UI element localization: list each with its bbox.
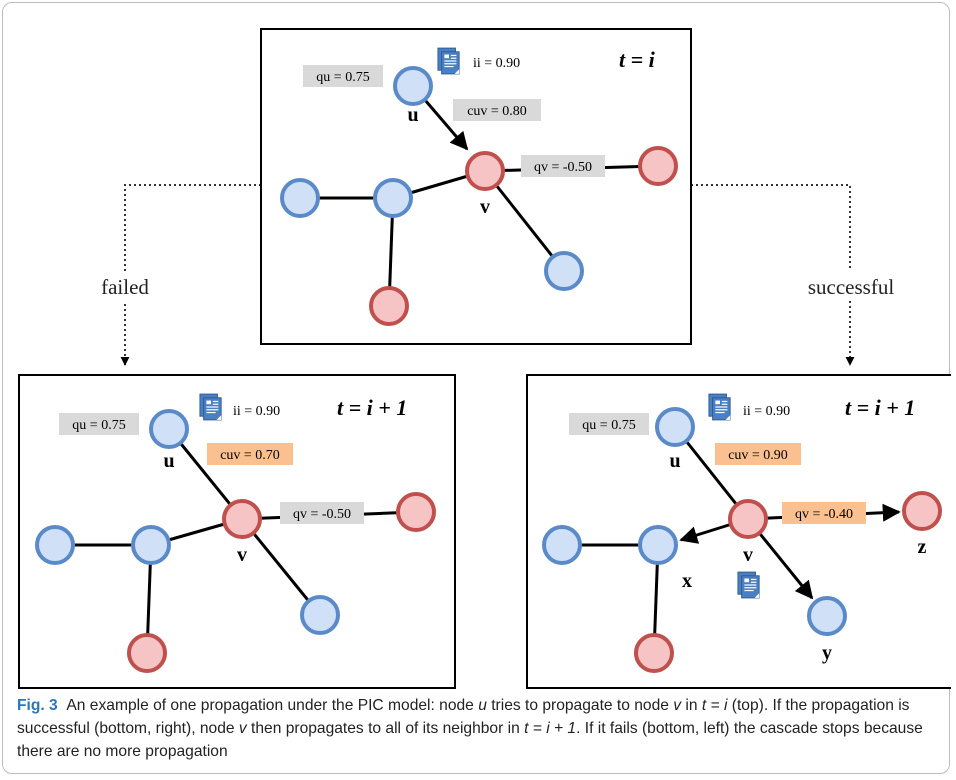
node-w (544, 251, 584, 291)
node-a (35, 525, 75, 565)
node-u (393, 66, 433, 106)
ii-label: ii = 0.90 (743, 404, 790, 419)
time-label: t = i + 1 (337, 395, 407, 420)
node-b (131, 525, 171, 565)
node-u (655, 407, 695, 447)
time-label: t = i + 1 (845, 395, 915, 420)
labels-left: qu = 0.75 ii = 0.90 cuv = 0.70 qv = -0.5… (59, 393, 407, 566)
node-c (127, 633, 167, 673)
node-v-label: v (743, 544, 753, 566)
node-x-label: x (682, 570, 692, 592)
edge-v-w (483, 170, 566, 272)
node-x (638, 525, 678, 565)
node-u-label: u (163, 450, 174, 472)
node-r (396, 492, 436, 532)
qv-label: qv = -0.50 (293, 507, 351, 522)
node-u-label: u (669, 450, 680, 472)
caption-text-3: in (681, 697, 702, 714)
node-c (369, 286, 409, 326)
cuv-label-bg (207, 443, 293, 465)
document-icon (437, 47, 460, 75)
qu-label: qu = 0.75 (72, 418, 125, 433)
node-y-label: y (822, 642, 832, 664)
panel-bottom-left: qu = 0.75 ii = 0.90 cuv = 0.70 qv = -0.5… (18, 374, 456, 689)
caption-node-u: u (478, 697, 487, 714)
ii-label: ii = 0.90 (473, 56, 520, 71)
failed-label: failed (101, 275, 149, 299)
propagation-diagram: failed successful (18, 28, 951, 689)
caption-text-6: . If it fails (bottom, left) the cascade… (17, 720, 923, 760)
cuv-label-bg (715, 443, 801, 465)
node-v-label: v (480, 196, 490, 218)
failed-connector (120, 184, 261, 366)
qu-label: qu = 0.75 (316, 70, 369, 85)
cuv-label: cuv = 0.80 (467, 104, 527, 119)
node-v-label: v (237, 544, 247, 566)
nodes-left (35, 409, 436, 673)
nodes-right (542, 407, 942, 673)
node-u-label: u (407, 104, 418, 126)
document-icon (737, 571, 760, 599)
qv-label: qv = -0.40 (795, 507, 853, 522)
caption-node-v-2: v (238, 720, 247, 737)
qv-label-bg (280, 502, 364, 524)
cuv-label-bg (453, 99, 541, 121)
figure-number: Fig. 3 (17, 697, 58, 714)
caption-text-4: (top). If the propagation is successful … (17, 697, 910, 737)
caption-text-2: tries to propagate to node (486, 697, 674, 714)
node-a (280, 178, 320, 218)
ii-label: ii = 0.90 (233, 404, 280, 419)
qv-label-bg (782, 502, 866, 524)
caption-time-2: t = i + 1 (524, 720, 577, 737)
time-label: t = i (619, 47, 656, 72)
node-v (465, 151, 505, 191)
node-u (149, 409, 189, 449)
successful-label: successful (808, 275, 894, 299)
edge-v-w (240, 518, 322, 616)
caption-text-1: An example of one propagation under the … (66, 697, 479, 714)
branch-connectors: failed successful (91, 184, 913, 366)
qu-label-bg (569, 413, 649, 435)
node-c (634, 633, 674, 673)
panel-bottom-right: qu = 0.75 ii = 0.90 cuv = 0.90 qv = -0.4… (526, 374, 951, 689)
document-icon (199, 393, 222, 421)
cuv-label: cuv = 0.70 (220, 448, 280, 463)
caption-time-1: t = i (701, 697, 728, 714)
figure-caption: Fig. 3 An example of one propagation und… (17, 694, 947, 763)
qu-label-bg (303, 65, 383, 87)
node-b (373, 178, 413, 218)
node-v (728, 499, 768, 539)
document-icon (708, 393, 731, 421)
cuv-label: cuv = 0.90 (728, 448, 788, 463)
labels-right: qu = 0.75 ii = 0.90 cuv = 0.90 qv = -0.4… (569, 393, 927, 664)
caption-text-5: then propagates to all of its neighbor i… (246, 720, 525, 737)
labels-top: qu = 0.75 ii = 0.90 cuv = 0.80 qv = -0.5… (303, 47, 656, 218)
node-w (300, 595, 340, 635)
qu-label: qu = 0.75 (582, 418, 635, 433)
panel-top: qu = 0.75 ii = 0.90 cuv = 0.80 qv = -0.5… (260, 28, 692, 345)
node-z-label: z (918, 536, 927, 558)
qu-label-bg (59, 413, 139, 435)
node-v (222, 499, 262, 539)
node-y (807, 596, 847, 636)
node-a (542, 525, 582, 565)
nodes-top (280, 66, 678, 326)
caption-node-v: v (673, 697, 682, 714)
qv-label-bg (521, 155, 605, 177)
node-z (902, 491, 942, 531)
qv-label: qv = -0.50 (534, 160, 592, 175)
node-r (638, 146, 678, 186)
